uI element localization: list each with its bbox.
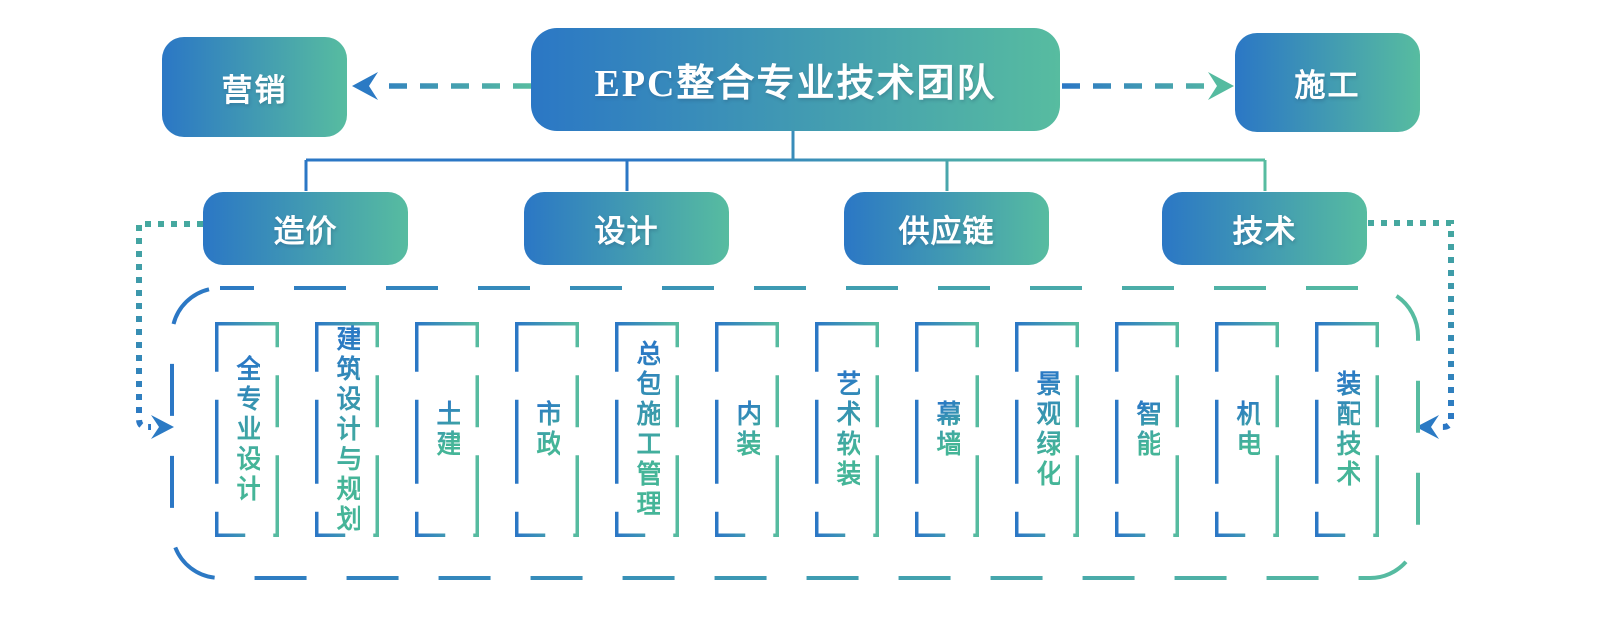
- dotted-connector-left: [136, 221, 203, 430]
- category-label-design: 设计: [594, 214, 659, 249]
- category-label-cost: 造价: [273, 214, 338, 249]
- epc-team-title-box: EPC整合专业技术团队: [531, 28, 1060, 131]
- category-box-design: 设计: [524, 192, 729, 265]
- marketing-label: 营销: [221, 72, 288, 108]
- category-tree-connector: [304, 131, 1267, 191]
- category-box-technology: 技术: [1162, 192, 1367, 265]
- category-box-supply-chain: 供应链: [844, 192, 1049, 265]
- marketing-box: 营销: [162, 37, 347, 137]
- epc-team-title: EPC整合专业技术团队: [594, 63, 997, 105]
- specialties-container-border: [170, 286, 1420, 580]
- category-label-technology: 技术: [1232, 214, 1297, 249]
- construction-box: 施工: [1235, 33, 1420, 132]
- arrowhead-marketing-icon: [352, 72, 378, 100]
- arrowhead-dotted-right-icon: [1416, 415, 1439, 439]
- arrowhead-construction-icon: [1208, 72, 1234, 100]
- arrowhead-dotted-left-icon: [151, 415, 174, 439]
- category-label-supply-chain: 供应链: [898, 214, 995, 249]
- category-box-cost: 造价: [203, 192, 408, 265]
- dotted-connector-right: [1368, 220, 1454, 430]
- construction-label: 施工: [1294, 68, 1361, 103]
